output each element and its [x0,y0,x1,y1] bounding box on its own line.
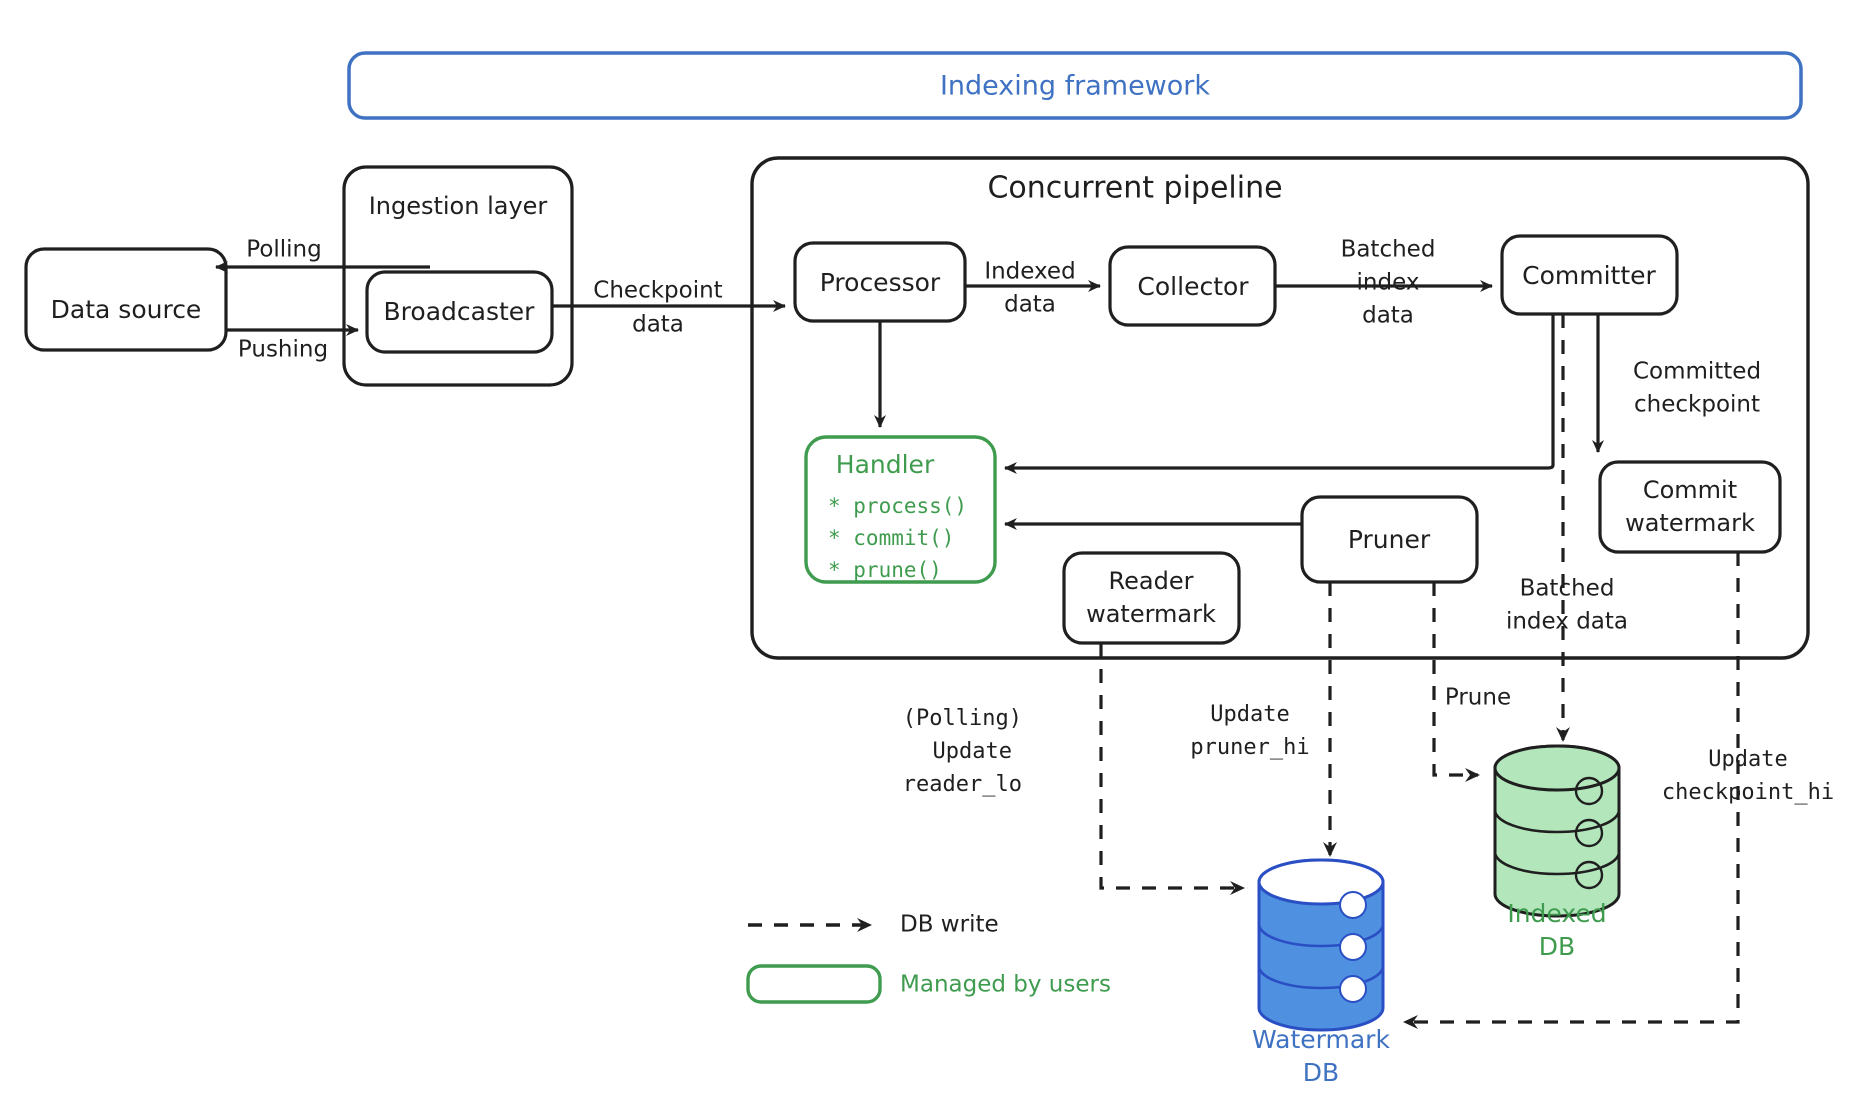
legend-item-db-write: DB write [748,912,999,938]
edge-label-checkpoint-data-line1: Checkpoint [593,278,722,304]
frame-concurrent-pipeline: Concurrent pipeline [750,156,1810,660]
edge-label-update-pruner-hi-line1: Update [1210,702,1289,727]
edge-prune [1432,582,1480,782]
frame-title-indexing-framework: Indexing framework [940,71,1210,102]
handler-title: Handler [836,450,935,479]
edge-label-pushing: Pushing [238,337,328,363]
edge-update-checkpoint-hi [1403,552,1740,1029]
frame-ingestion-layer: Ingestion layer [342,165,574,387]
node-label-broadcaster: Broadcaster [384,297,536,326]
legend: DB write Managed by users [746,912,1111,1004]
frame-title-concurrent-pipeline: Concurrent pipeline [987,171,1282,206]
node-broadcaster[interactable]: Broadcaster [365,270,554,354]
legend-label-managed-by-users: Managed by users [900,972,1111,998]
database-indexed-db[interactable]: Indexed DB [1493,744,1621,961]
edge-labels: Polling Pushing Checkpoint data Indexed … [238,237,1761,711]
node-label-collector: Collector [1137,272,1249,301]
edge-label-update-reader-lo-line2: reader_lo [903,772,1022,797]
frame-indexing-framework: Indexing framework [347,51,1803,120]
node-label-commit-watermark-line2: watermark [1625,509,1755,537]
node-label-processor: Processor [820,268,941,297]
db-indicator-icon [1574,860,1604,890]
edge-label-polling: Polling [246,237,321,263]
edge-label-polling-paren: (Polling) [903,706,1022,731]
db-label-indexed-db-line1: Indexed [1507,899,1606,928]
node-pruner[interactable]: Pruner [1300,495,1479,584]
node-commit-watermark[interactable]: Commit watermark [1598,460,1782,554]
edge-label-update-reader-lo-line1: Update [933,739,1012,764]
edges-dashed-db-write [1099,314,1740,1029]
handler-method-process: * process() [828,494,967,518]
legend-green-box-icon [746,964,882,1004]
edge-label-batched-index-line1: Batched [1341,237,1436,263]
edge-label-indexed-data-line2: data [1004,292,1056,318]
edge-label-prune: Prune [1445,685,1511,711]
legend-label-db-write: DB write [900,912,999,938]
edge-update-reader-lo [1099,643,1245,895]
edge-label-checkpoint-data-line2: data [632,312,684,338]
node-committer[interactable]: Committer [1500,234,1679,316]
node-label-reader-watermark-line1: Reader [1109,567,1194,595]
db-indicator-icon [1339,933,1367,961]
legend-item-managed-by-users: Managed by users [746,964,1111,1004]
node-label-reader-watermark-line2: watermark [1086,600,1216,628]
edges-solid [215,261,1604,530]
db-label-watermark-db-line1: Watermark [1252,1025,1390,1054]
node-label-pruner: Pruner [1348,525,1431,554]
db-indicator-icon [1339,975,1367,1003]
node-label-commit-watermark-line1: Commit [1643,476,1737,504]
edge-label-update-checkpoint-hi-line1: Update [1708,747,1787,772]
edge-label-batched-index-line3: data [1362,303,1414,329]
edge-label-indexed-data-line1: Indexed [984,259,1075,285]
db-indicator-icon [1574,776,1604,806]
db-label-watermark-db-line2: DB [1303,1058,1339,1087]
edge-label-batched-index-data-line2: index data [1506,609,1628,635]
node-handler[interactable]: Handler * process() * commit() * prune() [804,435,997,584]
node-label-data-source: Data source [51,295,202,324]
edge-label-committed-checkpoint-line1: Committed [1633,359,1761,385]
node-processor[interactable]: Processor [793,241,967,323]
edge-committer-to-handler [1004,314,1555,474]
edge-label-batched-index-data-line1: Batched [1520,576,1615,602]
edge-label-batched-index-line2: index [1357,270,1420,296]
node-label-committer: Committer [1522,261,1656,290]
node-reader-watermark[interactable]: Reader watermark [1062,551,1241,645]
handler-method-prune: * prune() [828,558,942,582]
db-indicator-icon [1574,818,1604,848]
db-label-indexed-db-line2: DB [1539,932,1575,961]
frame-title-ingestion-layer: Ingestion layer [369,192,548,220]
edge-label-update-checkpoint-hi-line2: checkpoint_hi [1662,780,1834,805]
handler-method-commit: * commit() [828,526,954,550]
edge-labels-mono: (Polling) Update reader_lo Update pruner… [903,702,1834,805]
node-data-source[interactable]: Data source [24,247,228,352]
database-watermark-db[interactable]: Watermark DB [1252,858,1390,1087]
edge-label-committed-checkpoint-line2: checkpoint [1634,392,1760,418]
edge-label-update-pruner-hi-line2: pruner_hi [1190,735,1309,760]
node-collector[interactable]: Collector [1108,245,1277,327]
db-indicator-icon [1339,891,1367,919]
